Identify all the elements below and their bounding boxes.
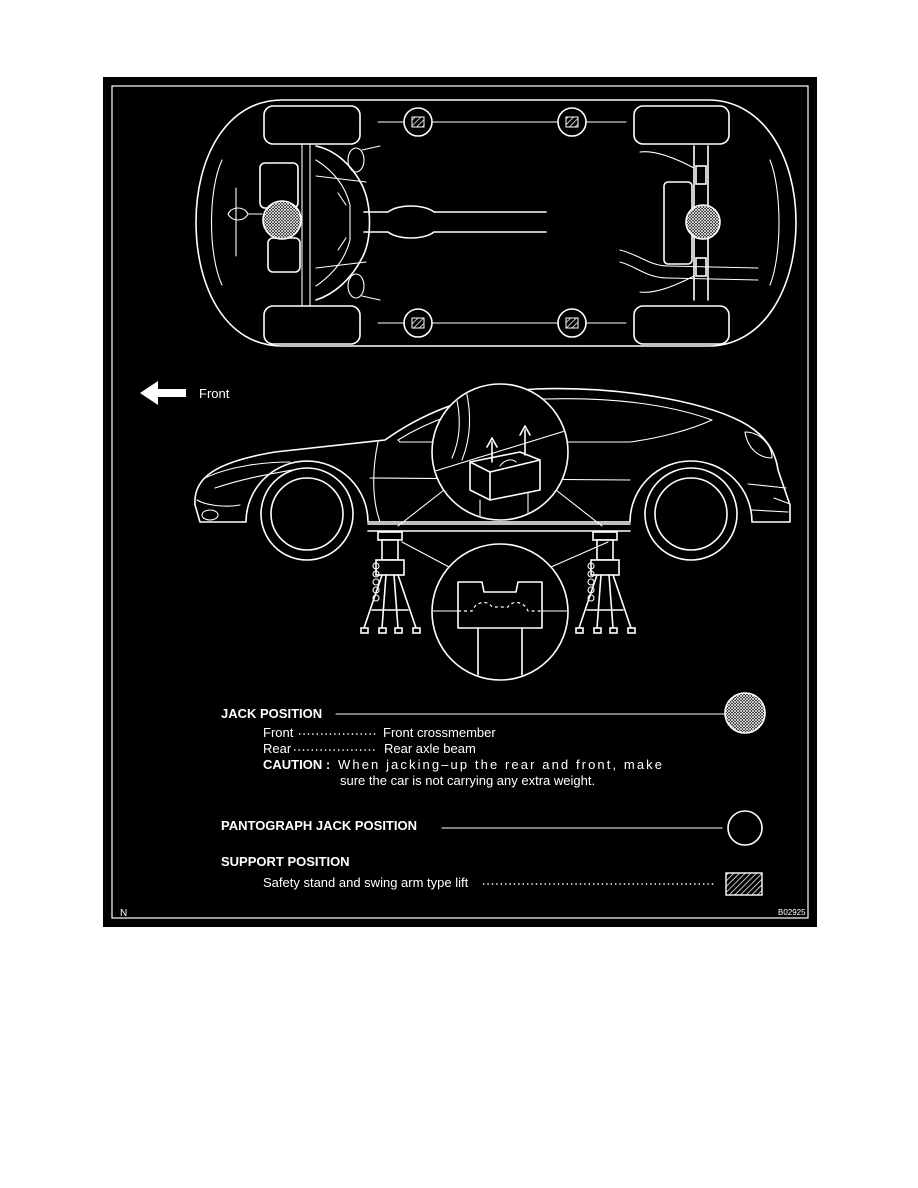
front-bumper	[196, 499, 241, 507]
legend-caution-label: CAUTION :	[263, 757, 330, 772]
legend-caution-line-1: When jacking–up the rear and front, make	[338, 757, 662, 772]
legend: JACK POSITION Front Front crossmember Re…	[221, 692, 766, 896]
rear-bumper-line	[769, 159, 780, 286]
corner-mark: N	[120, 908, 127, 919]
legend-support-title: SUPPORT POSITION	[221, 854, 350, 869]
jack-point-rear-axle-icon	[685, 204, 721, 240]
pinch-weld-sill	[367, 523, 631, 532]
legend-front-value: Front crossmember	[383, 725, 496, 740]
detail-circle-jack-contact	[431, 383, 569, 521]
legend-jack-position-icon	[724, 692, 766, 734]
safety-stand-front	[360, 531, 421, 634]
support-marker-front-top	[403, 107, 433, 137]
detail-circle-stand-saddle	[431, 543, 569, 681]
taillight	[744, 431, 773, 459]
jack-point-front-crossmember-icon	[262, 200, 302, 240]
front-strut-upper	[347, 147, 365, 173]
detail-leader-lines-lower	[401, 541, 609, 568]
front-left-tire	[263, 105, 361, 145]
exhaust-pipe	[363, 205, 547, 239]
legend-caution-line-2: sure the car is not carrying any extra w…	[340, 773, 595, 788]
front-wheel	[260, 467, 354, 561]
legend-rear-value: Rear axle beam	[384, 741, 476, 756]
figure-code: B02925	[778, 908, 806, 917]
front-strut-lower	[347, 273, 365, 299]
front-right-tire	[263, 305, 361, 345]
legend-rear-label: Rear	[263, 741, 292, 756]
underbody-outline	[195, 99, 797, 347]
rear-spring-upper	[695, 165, 707, 185]
detail-leader-lines-upper	[397, 489, 603, 527]
support-marker-rear-top	[557, 107, 587, 137]
support-marker-rear-bottom	[557, 308, 587, 338]
diagram-inner-border	[111, 85, 809, 919]
rear-bumper	[751, 497, 791, 513]
front-tow-hook	[227, 207, 263, 221]
front-crossmember-inner	[315, 159, 351, 287]
door-line	[373, 441, 381, 523]
car-side-view	[194, 383, 791, 681]
fog-lamp	[201, 509, 219, 521]
safety-stand-rear	[575, 531, 636, 634]
rear-right-tire	[633, 305, 730, 345]
front-bumper-line	[210, 159, 223, 286]
transaxle-pan	[267, 237, 301, 273]
rear-wheel	[644, 467, 738, 561]
front-label: Front	[199, 386, 230, 401]
legend-support-icon	[725, 872, 763, 896]
front-control-arms	[315, 145, 381, 301]
front-drive-shafts	[301, 143, 311, 307]
rear-left-tire	[633, 105, 730, 145]
legend-pantograph-icon	[727, 810, 763, 846]
crossmember-slots	[337, 192, 347, 251]
legend-jack-position-title: JACK POSITION	[221, 706, 322, 721]
legend-pantograph-title: PANTOGRAPH JACK POSITION	[221, 818, 417, 833]
front-crossmember	[315, 145, 371, 301]
headlight	[204, 461, 293, 489]
support-marker-front-bottom	[403, 308, 433, 338]
underbody-top-view	[195, 99, 797, 347]
front-arrow-icon	[140, 381, 186, 405]
rear-exhaust-tail	[619, 249, 759, 281]
legend-support-item: Safety stand and swing arm type lift	[263, 875, 469, 890]
legend-front-label: Front	[263, 725, 294, 740]
